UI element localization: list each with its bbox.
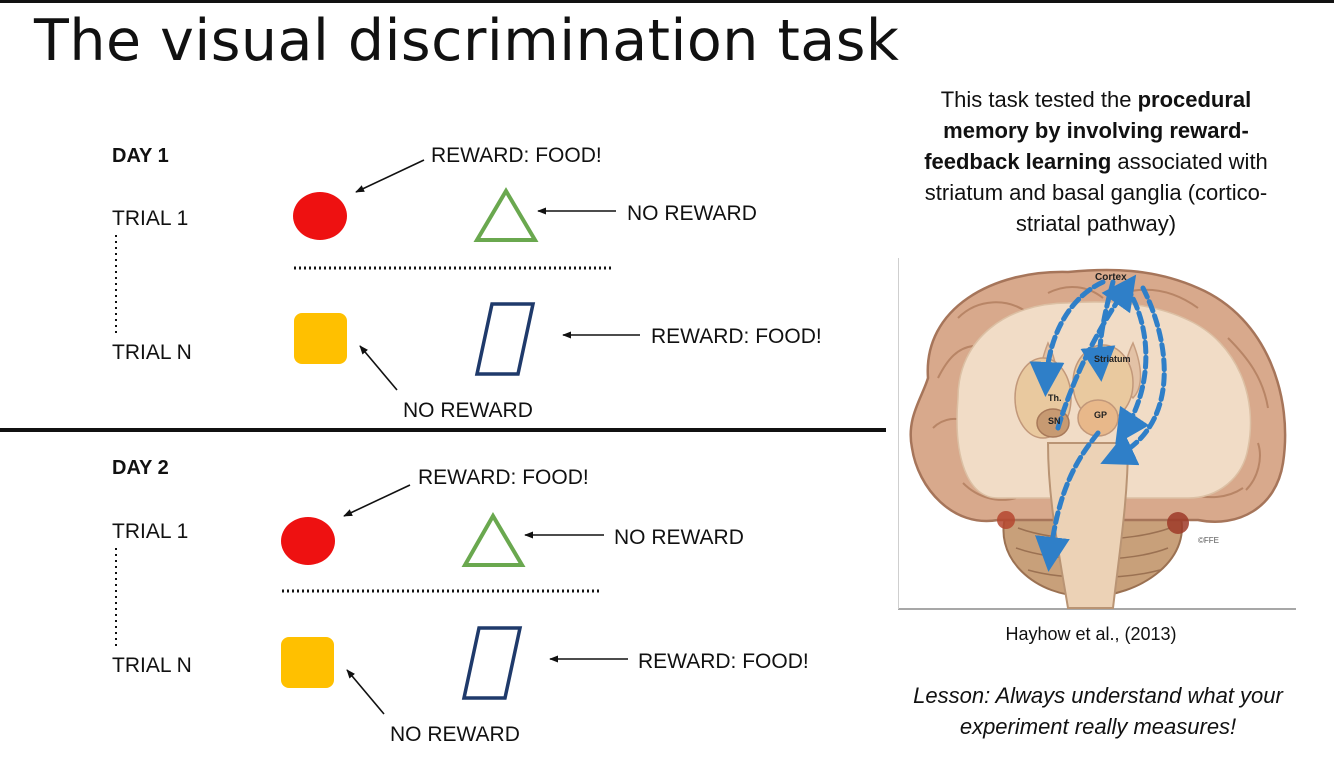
top-border bbox=[0, 0, 1334, 3]
day-2-circle-arrow bbox=[343, 484, 411, 517]
day-1-square-reward-label: NO REWARD bbox=[403, 399, 533, 422]
brain-label-thalamus: Th. bbox=[1048, 393, 1062, 403]
day-1-block: DAY 1 TRIAL 1 TRIAL N REWARD: FOOD! NO R… bbox=[112, 144, 822, 422]
brain-illustration: Cortex Striatum Th. SN GP ©FFE bbox=[898, 258, 1296, 610]
day-2-parallelogram-reward-label: REWARD: FOOD! bbox=[638, 650, 809, 673]
day-2-circle-reward-label: REWARD: FOOD! bbox=[418, 466, 589, 489]
day-2-trial-n-label: TRIAL N bbox=[112, 654, 192, 677]
day-1-circle-reward-label: REWARD: FOOD! bbox=[431, 144, 602, 167]
day-2-yellow-square bbox=[281, 637, 334, 688]
day-2-navy-parallelogram bbox=[461, 626, 523, 700]
day-1-trial-1-label: TRIAL 1 bbox=[112, 207, 188, 230]
brain-label-striatum: Striatum bbox=[1094, 354, 1131, 364]
day-1-square-arrow bbox=[359, 345, 398, 391]
day-1-triangle-reward-label: NO REWARD bbox=[627, 202, 757, 225]
day-1-trial-n-label: TRIAL N bbox=[112, 341, 192, 364]
day-2-red-circle bbox=[281, 517, 335, 565]
lesson-note: Lesson: Always understand what your expe… bbox=[913, 683, 1283, 739]
day-1-parallelogram-reward-label: REWARD: FOOD! bbox=[651, 325, 822, 348]
day-2-square-reward-label: NO REWARD bbox=[390, 723, 520, 746]
slide-title: The visual discrimination task bbox=[34, 8, 900, 74]
description-lead: This task tested the bbox=[940, 87, 1138, 112]
day-2-label: DAY 2 bbox=[112, 457, 169, 479]
day-2-triangle-reward-label: NO REWARD bbox=[614, 526, 744, 549]
task-description: This task tested the procedural memory b… bbox=[900, 84, 1292, 239]
day-1-circle-arrow bbox=[355, 159, 425, 193]
brain-label-sn: SN bbox=[1048, 416, 1061, 426]
day-1-label: DAY 1 bbox=[112, 145, 169, 167]
description-bold: procedural memory by involving reward-fe… bbox=[924, 87, 1252, 174]
brain-label-gp: GP bbox=[1094, 410, 1107, 420]
day-1-green-triangle bbox=[473, 187, 539, 242]
day-1-yellow-square bbox=[294, 313, 347, 364]
day-1-navy-parallelogram bbox=[474, 302, 536, 376]
brain-copyright: ©FFE bbox=[1198, 536, 1219, 545]
day-2-green-triangle bbox=[461, 512, 526, 567]
day-2-trial-1-label: TRIAL 1 bbox=[112, 520, 188, 543]
day-2-block: DAY 2 TRIAL 1 TRIAL N REWARD: FOOD! NO R… bbox=[112, 457, 809, 746]
description-tail: associated with striatum and basal gangl… bbox=[924, 149, 1268, 236]
day-2-square-arrow bbox=[346, 669, 385, 715]
brain-label-cortex: Cortex bbox=[1095, 272, 1127, 283]
day-1-red-circle bbox=[293, 192, 347, 240]
citation: Hayhow et al., (2013) bbox=[1005, 624, 1177, 644]
